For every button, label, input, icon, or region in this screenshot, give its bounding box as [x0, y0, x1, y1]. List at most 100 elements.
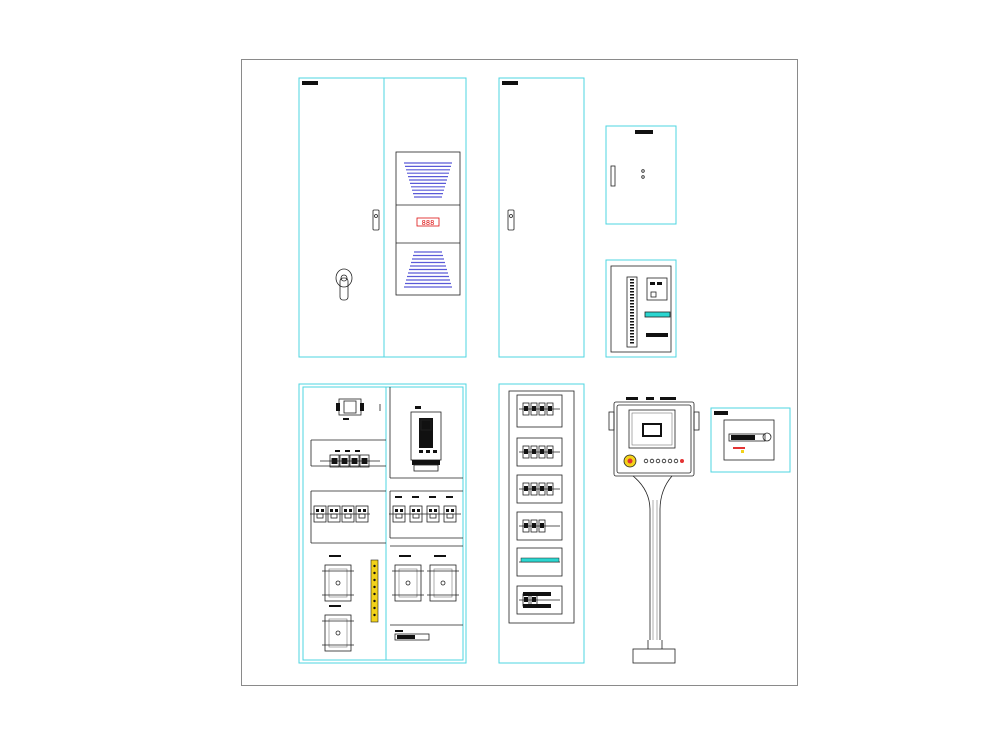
- terminal: [630, 294, 634, 296]
- device-face: [548, 486, 552, 491]
- terminal-strip: [626, 276, 638, 348]
- cabinet-single-door-interior: [498, 383, 585, 664]
- device-face: [548, 449, 552, 454]
- breaker-terminal: [412, 509, 415, 512]
- terminal-dot: [373, 578, 376, 582]
- terminal-dot: [373, 599, 376, 603]
- contactor-tag: [345, 450, 350, 452]
- device-face: [540, 523, 544, 528]
- cabinet-single-door-front: [498, 77, 585, 358]
- device-face: [532, 523, 536, 528]
- module-center: [440, 580, 446, 586]
- main-switch-handle-icon: [335, 268, 353, 301]
- breaker-terminal: [395, 509, 398, 512]
- breaker-terminal: [316, 509, 319, 512]
- panel-row-frame: [516, 394, 563, 428]
- module-body: [328, 618, 348, 648]
- breaker: [327, 505, 341, 523]
- breaker-terminal: [321, 509, 324, 512]
- terminal-strip-vertical: [370, 559, 379, 623]
- terminal-dot: [373, 613, 376, 617]
- breaker: [443, 505, 457, 523]
- device: [522, 482, 530, 496]
- breaker: [341, 505, 355, 523]
- pushbutton-icon: [649, 458, 655, 464]
- breaker-terminal: [417, 509, 420, 512]
- pushbutton-icon: [643, 458, 649, 464]
- indicator-lamp-icon: [680, 459, 684, 463]
- frequency-drive: [410, 406, 442, 472]
- terminal-block: [626, 276, 638, 348]
- device-face: [532, 597, 536, 602]
- title-tag-1: [302, 81, 318, 85]
- terminal: [630, 339, 634, 341]
- terminal: [630, 333, 634, 335]
- device: [530, 445, 538, 459]
- pushbutton-icon: [667, 458, 673, 464]
- module-tag: [434, 555, 446, 557]
- module-tag: [329, 605, 341, 607]
- device-face: [532, 486, 536, 491]
- vent-grille-top: [404, 162, 452, 198]
- terminal: [630, 303, 634, 305]
- module-tag: [329, 555, 341, 557]
- device: [546, 402, 554, 416]
- terminal-dot: [373, 571, 376, 575]
- breaker-terminal: [446, 509, 449, 512]
- breaker-toggle: [358, 513, 366, 519]
- device: [546, 445, 554, 459]
- power-module: [394, 564, 422, 602]
- cooling-unit: 888: [395, 151, 461, 296]
- contactor-tag: [335, 450, 340, 452]
- terminal: [630, 285, 634, 287]
- device: [538, 402, 546, 416]
- module-center: [405, 580, 411, 586]
- terminal-dot: [373, 564, 376, 568]
- temperature-display-text: 888: [422, 219, 435, 227]
- breaker-terminal: [451, 509, 454, 512]
- terminal-bar: [523, 604, 551, 608]
- title-tag-2: [502, 81, 518, 85]
- breaker: [409, 505, 423, 523]
- breaker: [426, 505, 440, 523]
- wall-box-front: [605, 125, 677, 225]
- pushbutton-icon: [655, 458, 661, 464]
- hmi-button-row: [643, 458, 684, 464]
- cabinet-double-door-interior: [298, 383, 467, 664]
- power-modules: [322, 555, 459, 652]
- panel-row-frame: [516, 547, 563, 577]
- hmi-pedestal-panel: [608, 397, 700, 664]
- power-module: [324, 564, 352, 602]
- breaker-terminal: [335, 509, 338, 512]
- terminal: [630, 291, 634, 293]
- breaker-toggle: [395, 513, 403, 519]
- terminal-bar: [523, 592, 551, 596]
- device-face: [524, 486, 528, 491]
- temperature-display: [416, 217, 440, 227]
- device: [522, 402, 530, 416]
- breaker-terminal: [429, 509, 432, 512]
- device-face: [524, 449, 528, 454]
- device-face: [524, 406, 528, 411]
- panel-row-frame: [516, 511, 563, 541]
- contactor-tag: [355, 450, 360, 452]
- cabinet-double-door-front: 888: [298, 77, 467, 358]
- device-face: [524, 523, 528, 528]
- panel-row-frame: [516, 437, 563, 467]
- terminal: [630, 336, 634, 338]
- device: [538, 482, 546, 496]
- terminal: [630, 318, 634, 320]
- terminal-dot: [373, 592, 376, 596]
- breaker: [392, 505, 406, 523]
- device: [522, 519, 530, 533]
- terminal: [630, 282, 634, 284]
- vent-grille-bottom: [404, 251, 452, 288]
- breaker: [355, 505, 369, 523]
- breaker-terminal: [344, 509, 347, 512]
- circuit-breaker-top: [336, 398, 381, 420]
- module-body: [433, 568, 453, 598]
- terminal-dot: [373, 585, 376, 589]
- device-face: [532, 406, 536, 411]
- breaker-toggle: [412, 513, 420, 519]
